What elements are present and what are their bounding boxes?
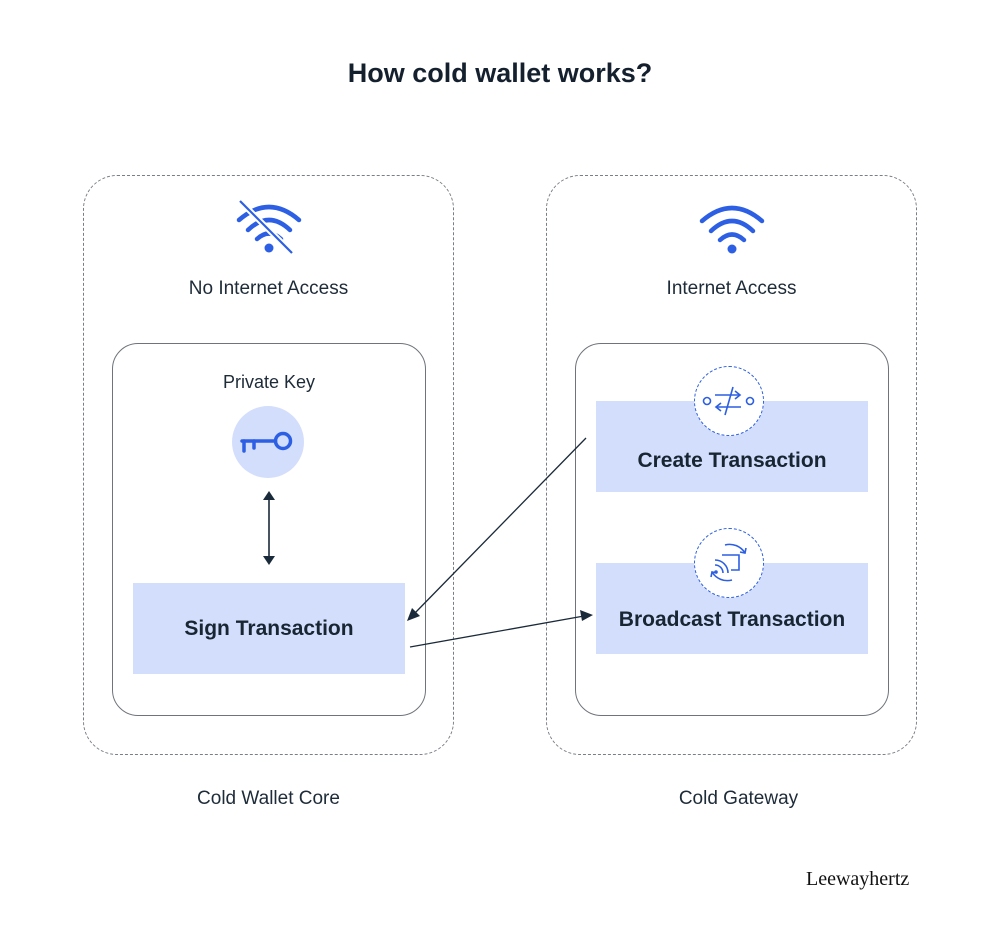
wifi-off-icon bbox=[236, 198, 302, 256]
cold-wallet-core-panel bbox=[83, 175, 454, 755]
wifi-icon bbox=[699, 203, 765, 255]
brand-logo-text: Leewayhertz bbox=[806, 868, 910, 890]
private-key-label: Private Key bbox=[222, 372, 316, 392]
broadcast-transaction-label: Broadcast Transaction bbox=[618, 607, 846, 631]
no-internet-access-label: No Internet Access bbox=[188, 278, 349, 299]
cold-wallet-core-label: Cold Wallet Core bbox=[197, 788, 340, 809]
broadcast-icon-circle bbox=[694, 528, 764, 598]
create-to-sign-arrowhead bbox=[407, 608, 420, 621]
internet-access-label: Internet Access bbox=[666, 278, 797, 299]
sign-to-broadcast-arrowhead bbox=[580, 610, 593, 621]
exchange-icon-circle bbox=[694, 366, 764, 436]
page-title: How cold wallet works? bbox=[347, 58, 653, 88]
exchange-icon bbox=[702, 386, 755, 416]
key-icon bbox=[240, 431, 293, 453]
key-icon-circle bbox=[232, 406, 304, 478]
create-to-sign-arrow bbox=[413, 437, 587, 615]
double-arrow-icon bbox=[260, 490, 278, 566]
create-transaction-label: Create Transaction bbox=[637, 448, 827, 472]
broadcast-icon bbox=[710, 543, 747, 582]
cold-gateway-label: Cold Gateway bbox=[678, 788, 799, 809]
sign-transaction-box: Sign Transaction bbox=[133, 583, 405, 674]
cold-gateway-panel bbox=[546, 175, 917, 755]
sign-to-broadcast-arrow bbox=[409, 615, 585, 648]
